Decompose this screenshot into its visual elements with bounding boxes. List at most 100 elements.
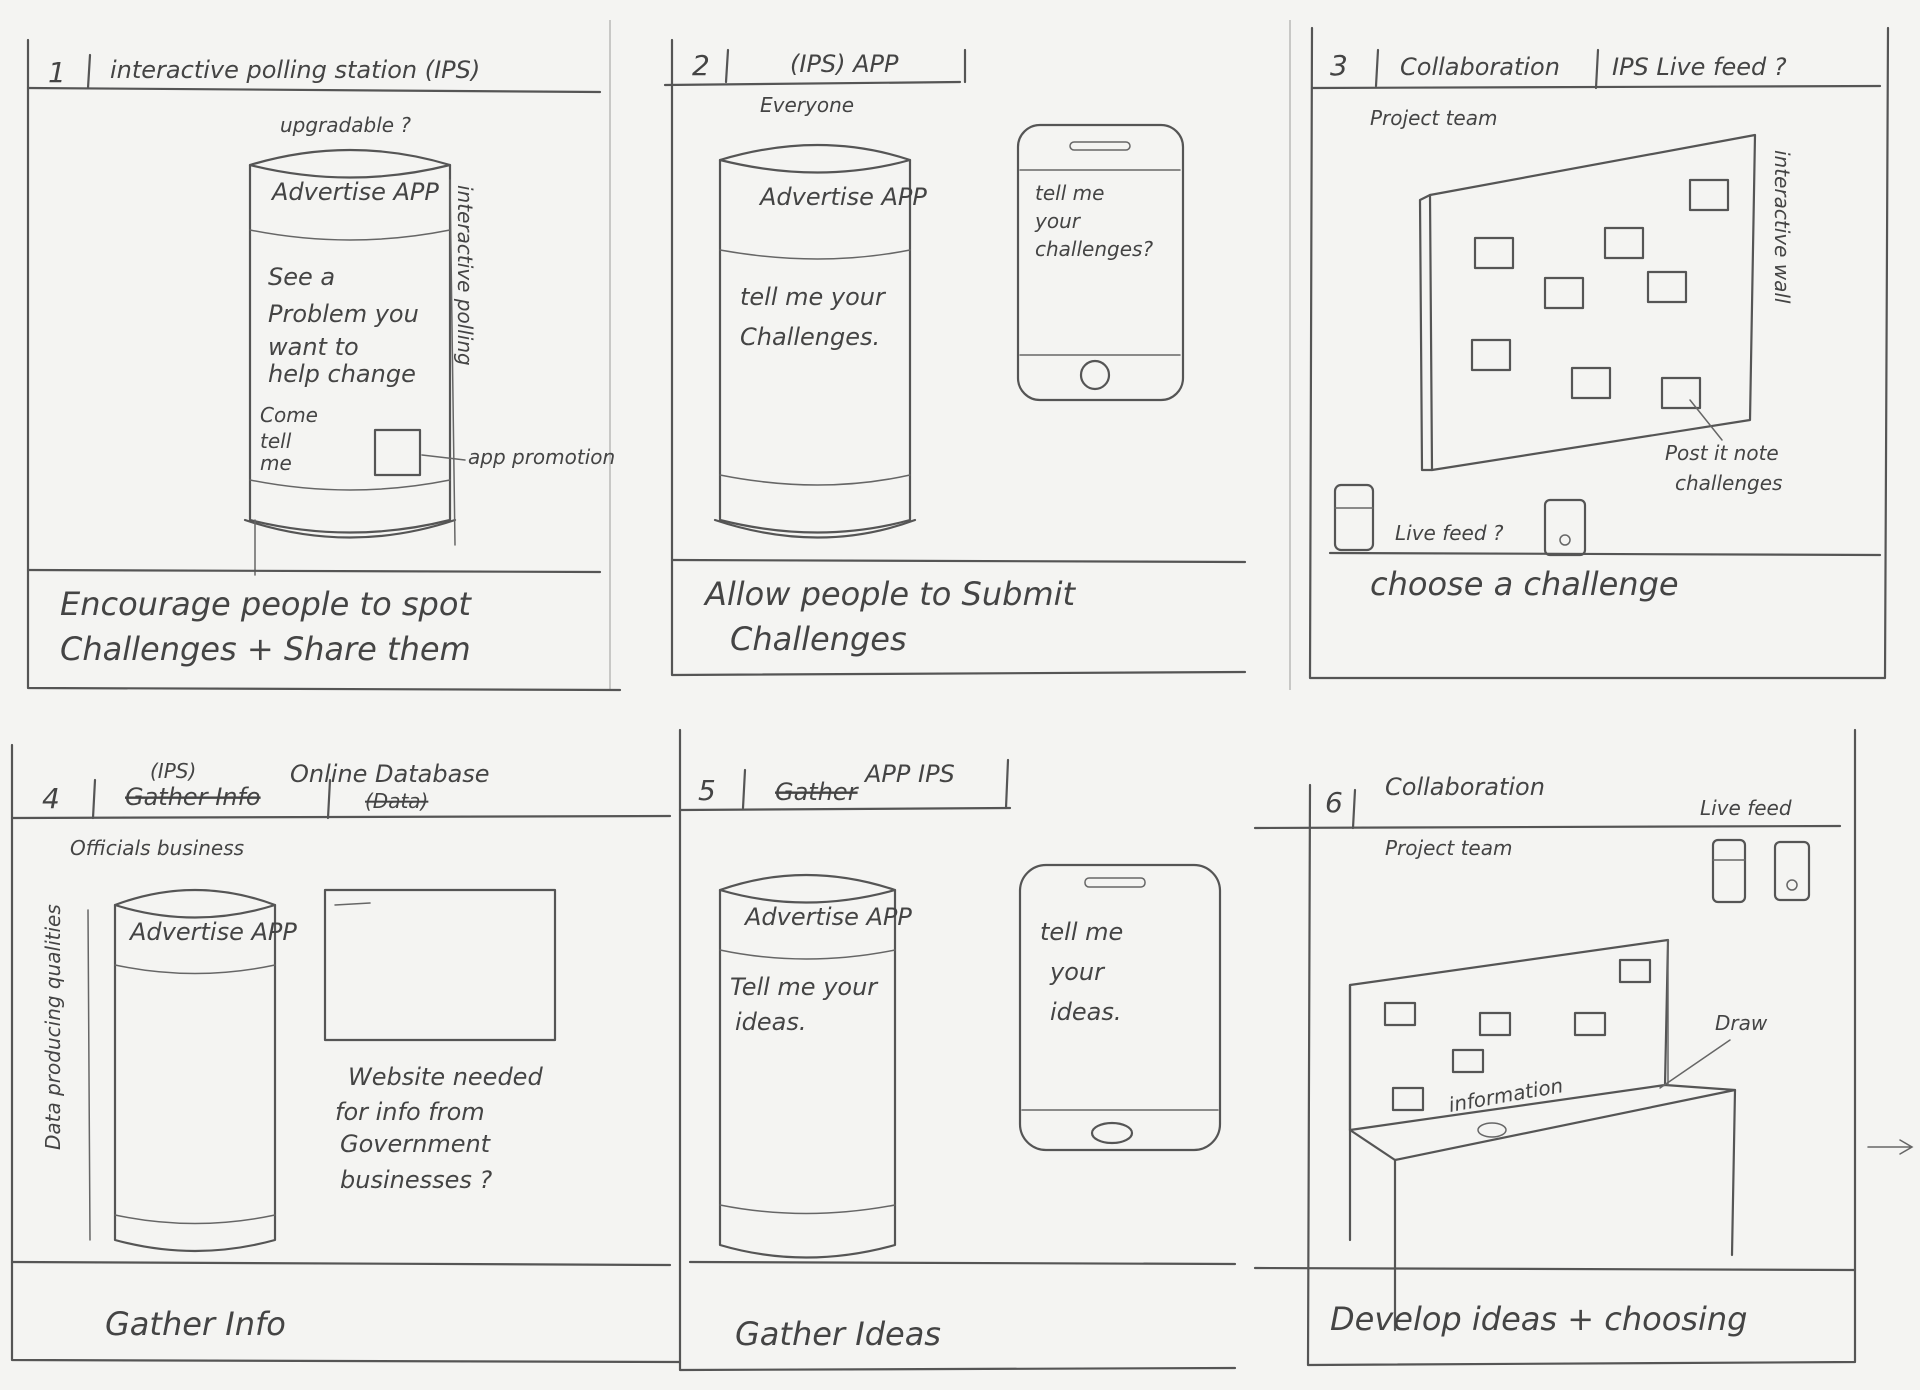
panel-title-right: IPS Live feed ? <box>1612 53 1787 81</box>
panel-2-frame <box>670 38 1247 677</box>
website-note-line-2: for info from <box>335 1098 485 1126</box>
panel-5-title-rule <box>678 806 1012 812</box>
panel-5: 5 Gather APP IPS Advertise APP Tell me y… <box>678 728 1237 1372</box>
polling-station-drawing <box>718 873 897 1259</box>
table-label: information <box>1447 1073 1565 1117</box>
postit-label-line-1: Post it note <box>1665 441 1779 465</box>
polling-station-drawing <box>87 888 277 1253</box>
website-note-line-4: businesses ? <box>340 1166 493 1194</box>
qr-code-icon <box>373 428 422 477</box>
panel-number: 2 <box>692 49 710 82</box>
panel-5-number-divider <box>741 768 747 810</box>
caption-line-1: choose a challenge <box>1370 565 1679 603</box>
website-note-line-1: Website needed <box>348 1063 543 1091</box>
panel-3-number-divider <box>1374 48 1380 88</box>
screen-body-line-1: tell me your <box>740 283 887 311</box>
screen-footer-line-2: tell <box>260 429 292 453</box>
screen-body-line-2: Challenges. <box>740 323 880 351</box>
background-guides <box>609 20 1291 690</box>
phone-text-line-1: tell me <box>1035 181 1104 205</box>
panel-6-number-divider <box>1351 788 1357 830</box>
panel-4-title-rule <box>10 814 672 820</box>
panel-4-title-divider <box>326 778 332 820</box>
panel-number: 6 <box>1325 786 1343 819</box>
caption-line-2: Challenges <box>730 620 907 658</box>
polling-station-drawing <box>243 148 466 576</box>
home-button-icon <box>1079 359 1111 391</box>
panel-1-number-divider <box>86 53 92 90</box>
panel-4-caption-rule <box>10 1260 672 1267</box>
phone-text-line-2: your <box>1049 958 1106 986</box>
panel-3-title-divider <box>1594 48 1600 90</box>
panel-title-insert: (IPS) <box>150 759 196 783</box>
screen-footer-line-1: Come <box>260 403 318 427</box>
vertical-note: interactive polling <box>453 185 477 366</box>
phone-drawing <box>1018 863 1222 1152</box>
panel-1-caption-rule <box>26 568 602 574</box>
panel-6-caption-rule <box>1253 1266 1857 1272</box>
screen-body-line-2: Problem you <box>268 300 419 328</box>
postit-label-line-2: challenges <box>1675 471 1782 495</box>
screen-body-line-4: help change <box>268 360 416 388</box>
vertical-note: Data producing qualities <box>41 904 65 1150</box>
panel-6-frame <box>1306 728 1857 1367</box>
phone-text-line-2: your <box>1034 209 1082 233</box>
live-feed-label: Live feed <box>1700 796 1792 820</box>
panel-number: 3 <box>1330 49 1348 82</box>
panel-2: 2 (IPS) APP Everyone Advertise APP tell … <box>663 38 1247 677</box>
draw-label: Draw <box>1715 1011 1768 1035</box>
phone-text-line-1: tell me <box>1040 918 1123 946</box>
polling-station-drawing <box>713 143 917 539</box>
panel-title: Collaboration <box>1385 773 1545 801</box>
collaboration-table-drawing <box>1348 938 1737 1332</box>
panel-3-caption-rule <box>1328 551 1882 557</box>
screen-body-line-2: ideas. <box>735 1008 807 1036</box>
live-feed-screens <box>1711 838 1811 904</box>
panel-6-title-rule <box>1253 824 1842 830</box>
caption-line-1: Gather Ideas <box>735 1315 941 1353</box>
panel-title-insert: APP IPS <box>863 760 955 788</box>
screen-body-line-3: want to <box>268 333 359 361</box>
panel-3-frame <box>1308 26 1890 680</box>
audience-label: Project team <box>1385 836 1512 860</box>
caption-line-1: Allow people to Submit <box>703 575 1077 613</box>
phone-text-line-3: ideas. <box>1050 998 1122 1026</box>
phone-text-line-3: challenges? <box>1035 237 1153 261</box>
screen-header: Advertise APP <box>128 918 297 946</box>
panel-4-number-divider <box>91 778 97 820</box>
panel-title: Collaboration <box>1400 53 1560 81</box>
panel-number: 5 <box>698 774 716 807</box>
panel-6: 6 Collaboration Project team Live feed <box>1253 728 1914 1367</box>
audience-label: Everyone <box>760 93 854 117</box>
panel-5-caption-rule <box>688 1260 1237 1266</box>
app-promotion-note: app promotion <box>468 445 615 469</box>
home-button-icon <box>1090 1121 1134 1145</box>
audience-label: Officials business <box>70 836 244 860</box>
panel-title: interactive polling station (IPS) <box>110 56 480 84</box>
panel-2-number-divider <box>724 48 730 84</box>
screen-header: Advertise APP <box>758 183 927 211</box>
phone-drawing <box>1016 123 1185 402</box>
live-feed-screens <box>1333 483 1587 557</box>
live-feed-label: Live feed ? <box>1395 521 1504 545</box>
panel-5-frame <box>678 728 1237 1372</box>
interactive-wall-drawing <box>1418 133 1757 472</box>
caption-line-1: Encourage people to spot <box>60 585 472 623</box>
panel-4-frame <box>10 743 682 1364</box>
screen-header: Advertise APP <box>743 903 912 931</box>
website-drawing <box>323 888 557 1042</box>
screen-header: Advertise APP <box>270 178 439 206</box>
arrow-right-icon <box>1867 1139 1914 1155</box>
panel-title-right: Online Database <box>290 760 490 788</box>
panel-1-title-rule <box>26 86 602 94</box>
panel-number: 4 <box>42 782 60 815</box>
website-note-line-3: Government <box>340 1130 492 1158</box>
panel-title-struck: Gather <box>775 778 860 806</box>
screen-footer-line-3: me <box>260 451 292 475</box>
screen-body-line-1: See a <box>268 263 335 291</box>
panel-title: (IPS) APP <box>790 50 899 78</box>
panel-1-frame <box>26 38 622 692</box>
audience-label: Project team <box>1370 106 1497 130</box>
panel-2-title-rule <box>663 80 962 87</box>
